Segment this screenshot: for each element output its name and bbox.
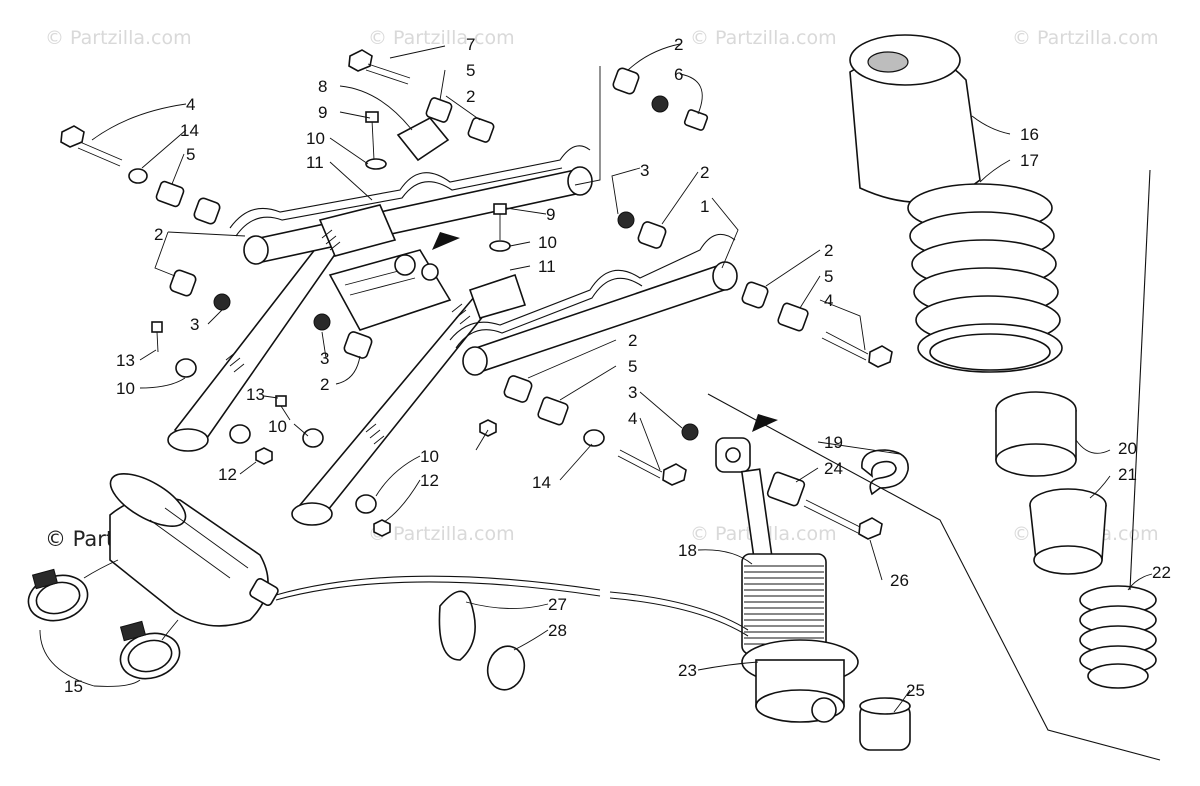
- callout-label: 8: [318, 77, 327, 96]
- callout-label: 9: [318, 103, 327, 122]
- callout-label: 17: [1020, 151, 1039, 170]
- callout-label: 25: [906, 681, 925, 700]
- callout-label: 12: [420, 471, 439, 490]
- callout-label: 5: [186, 145, 195, 164]
- callout-label: 4: [824, 291, 833, 310]
- reservoir-assembly: [27, 473, 749, 691]
- spring-stack: [707, 34, 1161, 761]
- callout-label: 23: [678, 661, 697, 680]
- callout-label: 28: [548, 621, 567, 640]
- hardware: [60, 49, 893, 537]
- callout-label: 14: [180, 121, 199, 140]
- callout-label: 11: [538, 257, 556, 276]
- callout-label: 9: [546, 205, 555, 224]
- callout-label: 1: [700, 197, 709, 216]
- callout-label: 5: [466, 61, 475, 80]
- callout-label: 10: [268, 417, 287, 436]
- watermark-text: © Partzilla.com: [45, 27, 192, 49]
- callout-label: 4: [628, 409, 637, 428]
- callout-label: 18: [678, 541, 697, 560]
- callout-label: 13: [116, 351, 135, 370]
- direction-arrow-icon: [752, 414, 778, 432]
- callout-label: 10: [116, 379, 135, 398]
- swing-arm-frame-left: [167, 145, 738, 526]
- callout-label: 22: [1152, 563, 1171, 582]
- direction-arrow-icon: [432, 232, 460, 250]
- callout-label: 2: [466, 87, 475, 106]
- callout-label: 11: [306, 153, 324, 172]
- callout-label: 2: [674, 35, 683, 54]
- callout-label: 4: [186, 95, 195, 114]
- watermark-text: © Partzilla.com: [1012, 27, 1159, 49]
- callout-label: 3: [628, 383, 637, 402]
- callout-label: 26: [890, 571, 909, 590]
- watermark-text: © Partzilla.com: [690, 27, 837, 49]
- callouts: 1 2 2 2 2 2 2 2 3 3 3 3 4 4 4 5 5 5 5 6 …: [64, 35, 1171, 700]
- callout-label: 3: [190, 315, 199, 334]
- watermark-text: © Partzilla.com: [368, 27, 515, 49]
- callout-label: 15: [64, 677, 83, 696]
- callout-label: 13: [246, 385, 265, 404]
- callout-label: 10: [538, 233, 557, 252]
- callout-label: 27: [548, 595, 567, 614]
- callout-label: 21: [1118, 465, 1137, 484]
- callout-label: 16: [1020, 125, 1039, 144]
- callout-label: 10: [420, 447, 439, 466]
- shock-absorber: [715, 437, 911, 751]
- callout-label: 3: [320, 349, 329, 368]
- callout-label: 2: [824, 241, 833, 260]
- callout-label: 12: [218, 465, 237, 484]
- callout-label: 20: [1118, 439, 1137, 458]
- callout-label: 14: [532, 473, 551, 492]
- callout-label: 7: [466, 35, 475, 54]
- callout-label: 2: [320, 375, 329, 394]
- watermark-text: © Partzilla.com: [368, 523, 515, 545]
- callout-label: 6: [674, 65, 683, 84]
- leader-lines: [39, 43, 1153, 713]
- callout-label: 3: [640, 161, 649, 180]
- callout-label: 10: [306, 129, 325, 148]
- callout-label: 2: [700, 163, 709, 182]
- callout-label: 5: [628, 357, 637, 376]
- callout-label: 24: [824, 459, 843, 478]
- callout-label: 5: [824, 267, 833, 286]
- callout-label: 2: [154, 225, 163, 244]
- callout-label: 19: [824, 433, 843, 452]
- callout-label: 2: [628, 331, 637, 350]
